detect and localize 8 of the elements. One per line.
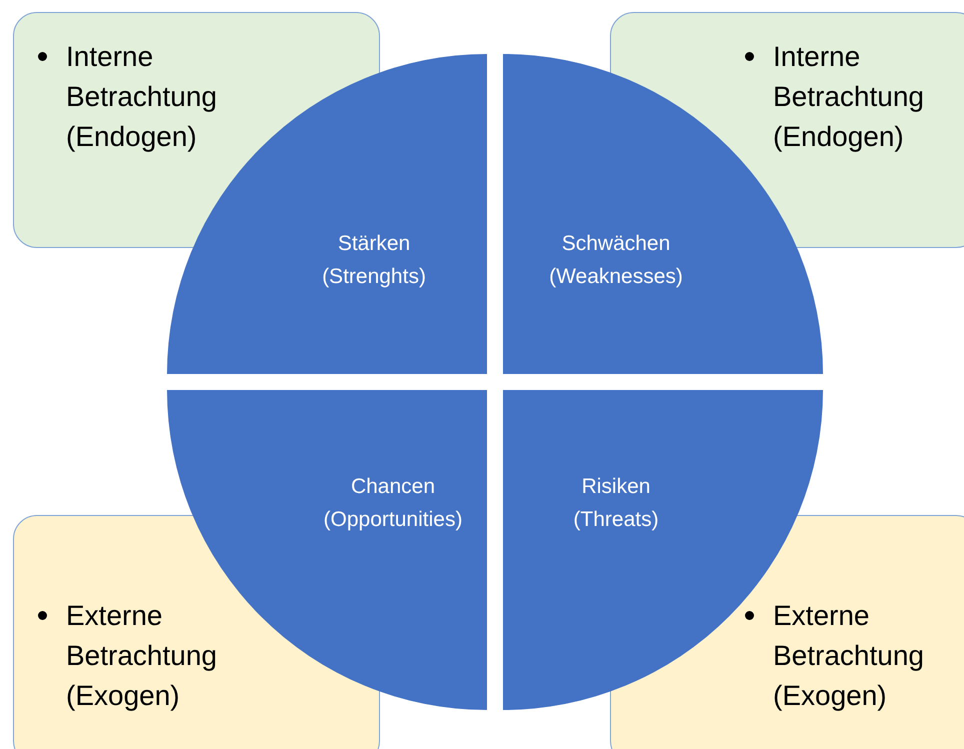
bullet-text: Interne Betrachtung (Endogen) [66,40,218,154]
bullet-text: Interne Betrachtung (Endogen) [773,40,925,154]
bullet-text: Externe Betrachtung (Exogen) [66,599,218,713]
quadrant-label: Risiken (Threats) [573,474,659,533]
quadrant-label: Schwächen (Weaknesses) [549,231,683,290]
quadrant-label: Chancen (Opportunities) [324,474,462,533]
quadrant-label: Stärken (Strenghts) [322,231,426,290]
bullet-text: Externe Betrachtung (Exogen) [773,599,925,713]
